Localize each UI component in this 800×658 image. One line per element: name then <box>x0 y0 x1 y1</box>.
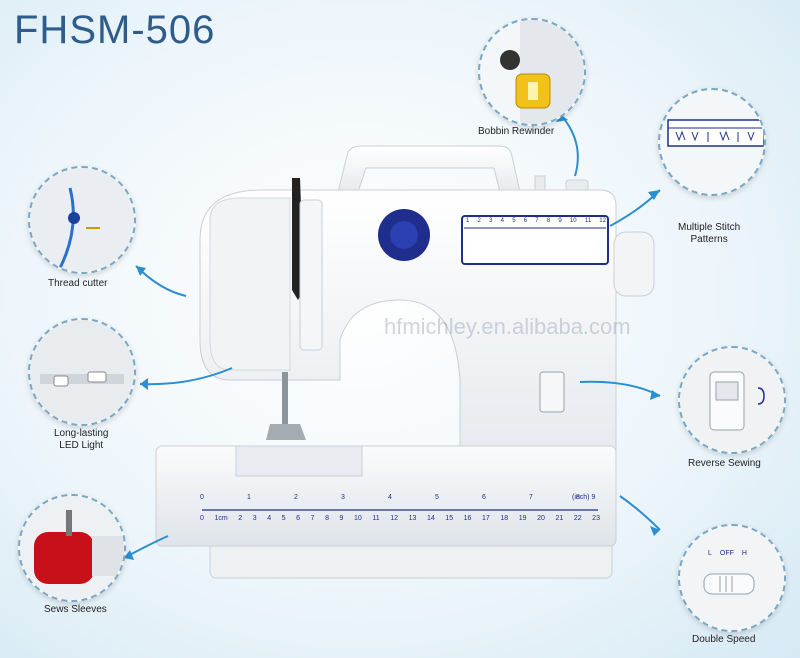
ruler-cm: 16 <box>463 515 472 522</box>
watermark: hfmichley.en.alibaba.com <box>384 314 631 339</box>
ruler-cm: 19 <box>518 515 527 522</box>
ruler-inch-unit: (inch) 9 <box>572 494 596 501</box>
reverse-sewing-bubble <box>678 346 786 454</box>
ruler-inch: 3 <box>341 494 345 501</box>
stitch-number: 4 <box>500 218 504 224</box>
sews-sleeves-bubble <box>18 494 126 602</box>
ruler-cm: 7 <box>310 515 315 522</box>
ruler-cm: 3 <box>252 515 257 522</box>
bobbin-rewinder-label: Bobbin Rewinder <box>478 126 555 137</box>
ruler-cm: 4 <box>267 515 272 522</box>
ruler-cm: 1cm <box>214 515 228 522</box>
ruler-cm: 0 <box>200 515 204 522</box>
reverse-button <box>539 371 565 413</box>
ruler-inch-marks: 0 1 2 3 4 5 6 7 8 <box>200 494 580 501</box>
sews-sleeves-label: Sews Sleeves <box>44 604 107 615</box>
led-light-label: Long-lasting LED Light <box>54 428 109 451</box>
stitch-number: 12 <box>599 218 606 224</box>
reverse-sewing-icon <box>680 348 784 452</box>
accessory-box <box>235 445 363 477</box>
stitch-number: 11 <box>584 218 592 224</box>
bobbin-icon <box>500 20 584 124</box>
ruler-inch: 6 <box>482 494 486 501</box>
stitch-number: 7 <box>535 218 539 224</box>
multiple-stitch-label: Multiple Stitch Patterns <box>678 222 741 245</box>
reverse-sewing-label: Reverse Sewing <box>688 458 761 469</box>
stitch-numbers: 1 2 3 4 5 6 7 8 9 10 11 12 <box>466 218 606 224</box>
stitch-number: 8 <box>546 218 551 224</box>
ruler-cm-marks: 0 1cm 2 3 4 5 6 7 8 9 10 11 12 13 14 15 … <box>200 515 600 522</box>
carry-handle <box>337 145 521 193</box>
ruler-inch: 7 <box>529 494 533 501</box>
sleeve-fabric-icon <box>20 496 124 600</box>
ruler-cm: 23 <box>592 515 600 522</box>
stitch-number: 2 <box>477 218 481 224</box>
ruler-cm: 2 <box>238 515 243 522</box>
speed-switch-labels: L OFF H <box>708 550 747 557</box>
callout-arrows <box>123 113 661 559</box>
ruler-inch: 5 <box>435 494 439 501</box>
hand-wheel <box>613 231 655 297</box>
ruler-cm: 11 <box>372 515 380 522</box>
product-title: FHSM-506 <box>14 8 216 52</box>
ruler-cm: 20 <box>537 515 545 522</box>
ruler-cm: 5 <box>281 515 286 522</box>
ruler-inch: 0 <box>200 494 204 501</box>
ruler-cm: 8 <box>325 515 329 522</box>
ruler-inch: 2 <box>294 494 298 501</box>
speed-switch-icon <box>680 526 784 630</box>
ruler-cm: 9 <box>339 515 344 522</box>
stitch-number: 1 <box>466 218 470 224</box>
ruler-cm: 13 <box>408 515 417 522</box>
ruler-cm: 17 <box>482 515 490 522</box>
ruler-cm: 14 <box>426 515 435 522</box>
ruler-cm: 15 <box>445 515 454 522</box>
ruler-inch: 1 <box>247 494 251 501</box>
bobbin-rewinder-bubble <box>478 18 586 126</box>
stitch-number: 5 <box>512 218 516 224</box>
ruler-cm: 21 <box>555 515 564 522</box>
ruler-cm: 6 <box>296 515 301 522</box>
ruler-cm: 18 <box>500 515 509 522</box>
led-light-icon <box>30 320 134 424</box>
double-speed-bubble: L OFF H <box>678 524 786 632</box>
stitch-patterns-icon <box>667 119 764 147</box>
stitch-number: 10 <box>569 218 577 224</box>
presser-foot <box>266 424 306 440</box>
stitch-number: 3 <box>489 218 493 224</box>
stitch-number: 9 <box>558 218 562 224</box>
ruler-cm: 12 <box>390 515 399 522</box>
speed-off-label: OFF <box>719 550 734 557</box>
ruler-inch: 4 <box>388 494 392 501</box>
ruler-cm: 22 <box>573 515 582 522</box>
ruler-cm: 10 <box>354 515 362 522</box>
ruler-inch: 8 <box>576 494 580 501</box>
multiple-stitch-bubble <box>658 88 766 196</box>
thread-cutter-label: Thread cutter <box>48 278 108 289</box>
stitch-number: 6 <box>523 218 528 224</box>
thread-cutter-bubble <box>28 166 136 274</box>
led-light-bubble <box>28 318 136 426</box>
double-speed-label: Double Speed <box>692 634 756 645</box>
speed-high-label: H <box>741 550 747 557</box>
speed-low-label: L <box>708 550 712 557</box>
thread-cutter-icon <box>30 168 134 272</box>
